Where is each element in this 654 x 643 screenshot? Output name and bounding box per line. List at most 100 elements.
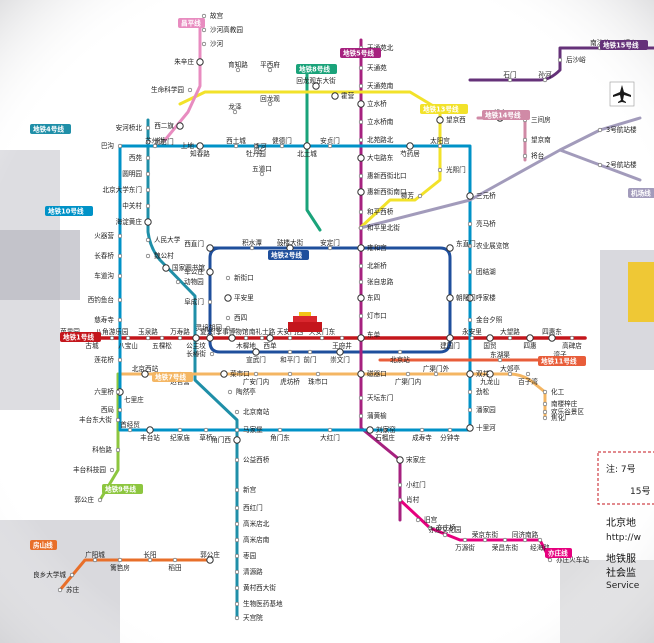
badge-l4-bg (30, 124, 71, 134)
station-zhangzizhonglu (358, 279, 364, 285)
station-jinsong (467, 389, 473, 395)
badge-lyz-bg (545, 548, 572, 558)
station-label-guangqumenwai: 广渠门外 (423, 364, 450, 373)
station-xitucheng (233, 143, 239, 149)
station-label-airport2: 2号航站楼 (606, 160, 637, 169)
transfer-station-jiulongshan (486, 370, 494, 378)
station-muxidi (243, 335, 249, 341)
station-majiapu (234, 427, 240, 433)
station-label-tiangong: 天宫院 (243, 613, 263, 622)
station-label-shengwu: 生物医药基地 (243, 599, 283, 608)
station-yuzhilu (235, 67, 241, 73)
station-label-sanyuanqiao: 三元桥 (476, 191, 496, 200)
badge-l7: 地铁7号线 (152, 372, 193, 382)
station-label-wanshoulu: 万寿路 (170, 327, 190, 336)
station-label-shiliuzhuang: 石榴庄 (375, 433, 395, 442)
transfer-station-huilongguan_dongdajie (312, 82, 320, 90)
station-label-ciqikou: 磁器口 (367, 369, 387, 378)
station-label-hufangqiao: 虎坊桥 (280, 377, 300, 386)
badge-l1-bg (60, 332, 101, 342)
station-label-zhongguancun: 中关村 (122, 201, 142, 210)
station-label-jinsong: 劲松 (476, 387, 490, 396)
station-jiugong (415, 517, 421, 523)
station-label-baiziwan: 百子湾 (518, 377, 538, 386)
station-hufangqiao (287, 371, 293, 377)
station-zaoyuan (234, 553, 240, 559)
station-tongjinan (522, 537, 528, 543)
line-l5-track (359, 38, 402, 522)
note-line7: 注: 7号 (606, 463, 636, 475)
badge-l7-bg (152, 372, 193, 382)
badge-l1: 地铁1号线 (60, 332, 101, 342)
station-label-anzhen: 安贞门 (320, 136, 340, 145)
station-tiananmen_dong (319, 335, 325, 341)
station-label-chegongzhuang: 车公庄 (184, 267, 204, 276)
station-wanyuan (462, 537, 468, 543)
station-bagou (117, 143, 123, 149)
station-jinghai (537, 537, 543, 543)
station-qilizhuang (115, 389, 121, 395)
station-yuquanlu (145, 335, 151, 341)
badge-l13: 地铁13号线 (420, 104, 468, 114)
station-dongwuyuan (175, 279, 181, 285)
station-label-jinghai: 经海路 (530, 543, 550, 552)
station-guangqumenwai (433, 371, 439, 377)
station-airport3 (597, 127, 603, 133)
transfer-station-junshi (228, 334, 236, 342)
station-label-jiaomen_dong: 角门东 (270, 433, 290, 442)
badge-l2-label: 地铁2号线 (271, 251, 302, 260)
badge-l15: 地铁15号线 (600, 40, 648, 50)
station-guogong (97, 497, 103, 503)
badge-l8-bg (296, 64, 337, 74)
station-label-shoujingmao: 首经贸 (120, 420, 140, 429)
station-label-changchunjie: 长椿街 (186, 349, 206, 358)
station-changchunqiao (117, 253, 123, 259)
station-label-fenzhongsi: 分钟寺 (440, 433, 460, 442)
station-label-jiangtai: 将台 (531, 151, 545, 160)
station-nanlishilu (259, 335, 265, 341)
station-taoranting (227, 389, 233, 395)
station-label-gugong: 故宫 (210, 11, 224, 20)
note-service-en: Service (606, 581, 640, 591)
station-label-jiulongshan: 九龙山 (480, 377, 500, 386)
badge-lfs-label: 房山线 (33, 541, 53, 550)
station-zhushikou (315, 371, 321, 377)
station-suzhoujie (152, 143, 158, 149)
station-label-gaobeidian: 高碑店 (562, 341, 582, 350)
badge-lap: 机场线 (628, 188, 654, 198)
station-label-yuanmingyuan: 圆明园 (122, 170, 142, 178)
station-label-shilihe: 十里河 (476, 423, 496, 432)
station-label-wukesong: 五棵松 (152, 341, 172, 350)
station-label-tiantongyuan_bei: 天通苑北 (367, 43, 394, 52)
station-label-houshayu: 后沙峪 (566, 55, 586, 64)
station-label-renmin: 人民大学 (154, 235, 181, 244)
station-label-gaomidian_nan: 高米店南 (243, 535, 270, 544)
station-label-beijingnanzhan: 北京南站 (243, 407, 270, 416)
transfer-station-beitucheng (303, 142, 311, 150)
station-label-sihuidong: 四惠东 (542, 327, 562, 336)
station-label-jiandemen: 健德门 (272, 136, 292, 145)
station-libafang (117, 557, 123, 563)
badge-l8: 地铁8号线 (296, 64, 337, 74)
station-jishuitan (249, 245, 255, 251)
station-label-lingjing: 灵境胡同 (196, 323, 223, 332)
station-label-beida: 北京大学东门 (102, 185, 142, 194)
transfer-station-sanyuanqiao (466, 192, 474, 200)
station-label-wudaokou: 五道口 (252, 164, 272, 173)
station-label-nongye: 农业展览馆 (476, 241, 509, 250)
badge-l5-bg (340, 48, 381, 58)
station-label-huoying: 霍营 (341, 91, 355, 100)
station-label-gucheng: 古城 (85, 341, 99, 350)
station-yizhuangqiao (427, 525, 433, 531)
station-label-jianguomen: 建国门 (440, 341, 460, 350)
station-xisi (225, 315, 231, 321)
station-jiyang (177, 427, 183, 433)
station-label-liujiayao: 刘家窑 (376, 425, 396, 434)
station-label-guojia: 国家图书馆 (172, 263, 205, 272)
station-taiyanggong (437, 143, 443, 149)
station-label-lishuiqiao: 立水桥 (367, 99, 387, 108)
badge-l13-bg (420, 104, 468, 114)
station-tiantandongmen (358, 395, 364, 401)
